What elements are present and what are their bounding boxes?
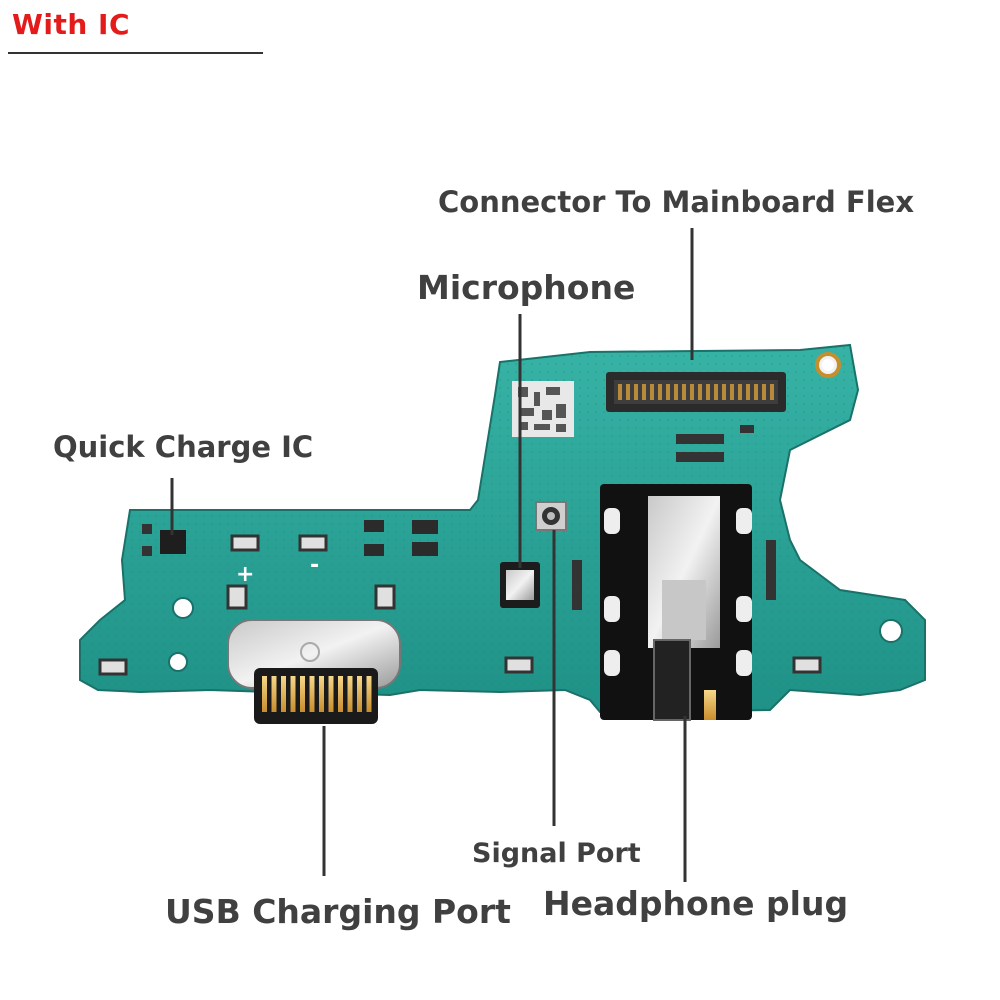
connector-pin — [642, 384, 646, 400]
microphone-label: Microphone — [417, 268, 636, 307]
connector-pin — [762, 384, 766, 400]
badge-underline — [8, 52, 263, 54]
microphone-component — [500, 562, 540, 608]
usb-pin — [281, 676, 286, 712]
usb-port-label: USB Charging Port — [165, 892, 511, 931]
silkscreen-minus: - — [310, 553, 319, 578]
usb-pin — [328, 676, 334, 712]
usb-pin — [319, 676, 324, 712]
quick-charge-label: Quick Charge IC — [53, 430, 314, 464]
usb-c-port — [227, 619, 401, 724]
usb-pin — [338, 676, 343, 712]
solder-pads — [98, 534, 822, 676]
connector-pin — [626, 384, 630, 400]
with-ic-badge: With IC — [12, 8, 131, 41]
connector-pin — [706, 384, 710, 400]
mounting-holes — [168, 352, 903, 672]
usb-pin — [271, 676, 277, 712]
usb-pin — [357, 676, 362, 712]
connector-pin — [666, 384, 670, 400]
connector-pin — [738, 384, 742, 400]
connector-pin — [658, 384, 662, 400]
connector-pin — [650, 384, 654, 400]
silkscreen-plus: + — [236, 562, 254, 587]
usb-pin — [300, 676, 305, 712]
connector-pin — [714, 384, 718, 400]
connector-pin — [682, 384, 686, 400]
connector-pin — [674, 384, 678, 400]
signal-port-component — [535, 501, 567, 531]
usb-pin — [262, 676, 267, 712]
connector-pin — [730, 384, 734, 400]
mainboard-flex-connector — [606, 372, 786, 412]
connector-pin — [746, 384, 750, 400]
usb-pin — [290, 676, 296, 712]
signal-port-label: Signal Port — [472, 838, 641, 869]
connector-pin — [690, 384, 694, 400]
callout-lines — [170, 228, 694, 882]
connector-pin — [754, 384, 758, 400]
connector-label: Connector To Mainboard Flex — [438, 185, 915, 219]
connector-pin — [770, 384, 774, 400]
connector-pin — [634, 384, 638, 400]
smd-components — [364, 425, 776, 610]
connector-pin — [618, 384, 622, 400]
connector-pin — [722, 384, 726, 400]
headphone-label: Headphone plug — [543, 884, 849, 923]
data-matrix-code — [512, 381, 574, 437]
usb-pin — [347, 676, 353, 712]
usb-pin — [366, 676, 372, 712]
usb-pin — [309, 676, 315, 712]
connector-pin — [698, 384, 702, 400]
headphone-jack — [600, 484, 752, 721]
